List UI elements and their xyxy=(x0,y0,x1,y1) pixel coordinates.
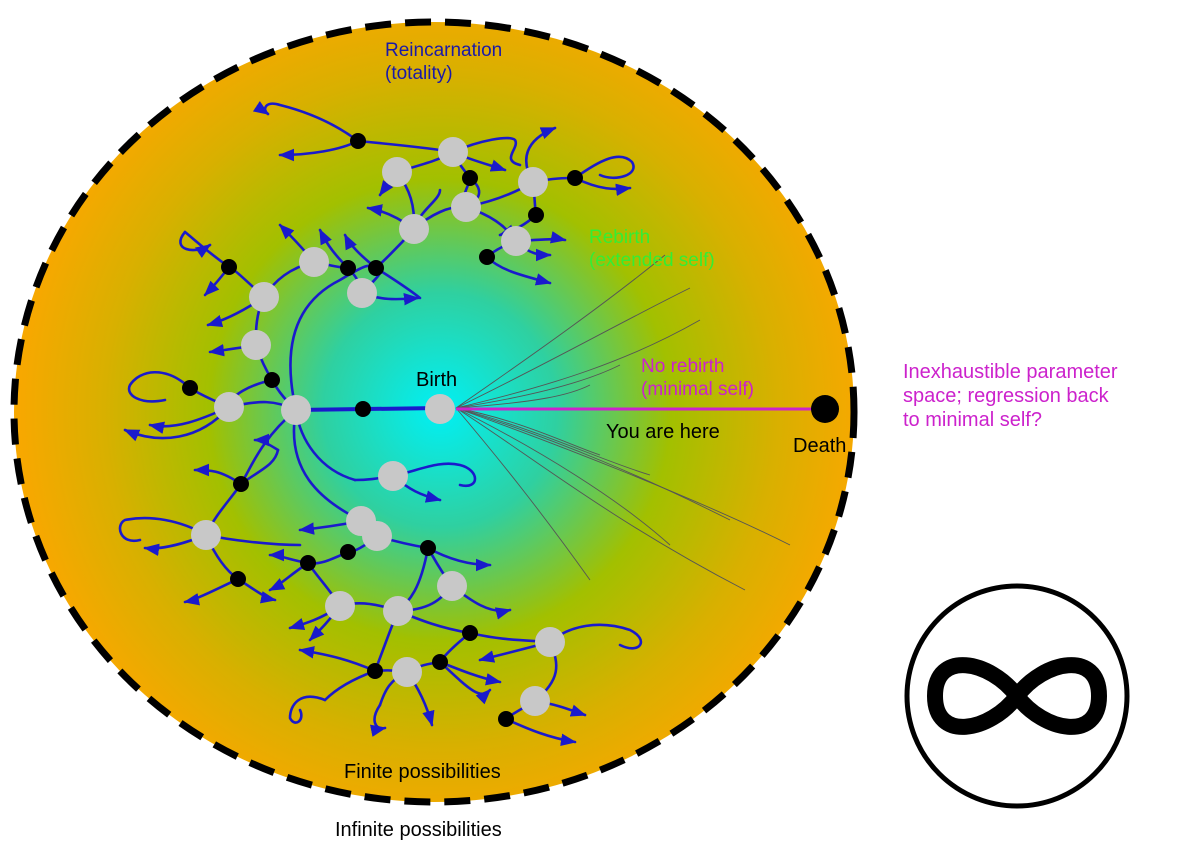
no-rebirth-label: No rebirth xyxy=(641,356,724,377)
death-node xyxy=(811,395,839,423)
no-rebirth-sublabel: (minimal self) xyxy=(641,379,754,400)
finite-possibilities-label: Finite possibilities xyxy=(344,761,501,783)
inexhaustible-label-line-2: space; regression back xyxy=(903,385,1110,407)
death-label: Death xyxy=(793,435,846,457)
rebirth-sublabel: (extended self) xyxy=(589,250,715,271)
birth-label: Birth xyxy=(416,369,457,391)
inexhaustible-label-line-1: Inexhaustible parameter xyxy=(903,361,1118,383)
infinite-possibilities-label: Infinite possibilities xyxy=(335,819,502,841)
rebirth-label: Rebirth xyxy=(589,227,650,248)
reincarnation-sublabel: (totality) xyxy=(385,63,453,84)
reincarnation-label: Reincarnation xyxy=(385,40,502,61)
inexhaustible-label-line-3: to minimal self? xyxy=(903,409,1042,431)
you-are-here-label: You are here xyxy=(606,421,720,443)
birth-node xyxy=(425,394,455,424)
infinity-icon xyxy=(907,586,1127,806)
